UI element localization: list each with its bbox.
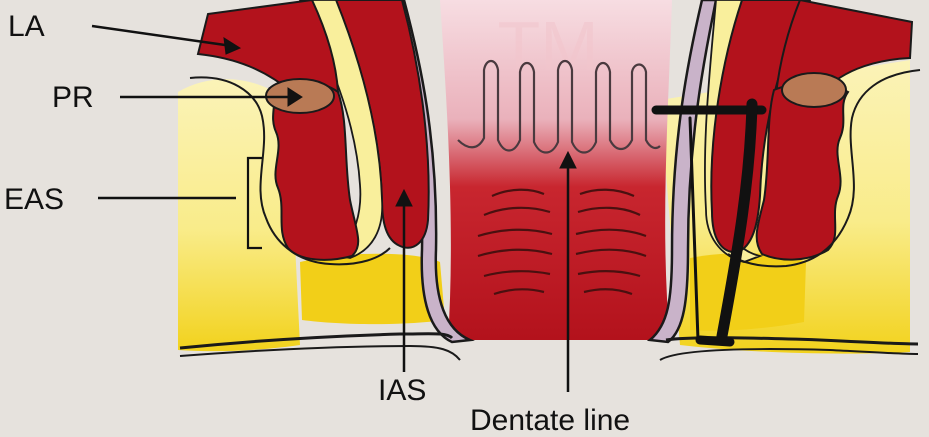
label-la: LA	[8, 10, 45, 43]
right-external-sphincter	[757, 83, 848, 259]
label-eas: EAS	[4, 183, 64, 216]
background-faint-text: TM	[497, 7, 598, 85]
label-dentate-line: Dentate line	[470, 404, 630, 437]
label-ias: IAS	[378, 374, 426, 407]
label-pr: PR	[52, 81, 94, 114]
right-puborectalis	[782, 73, 846, 107]
